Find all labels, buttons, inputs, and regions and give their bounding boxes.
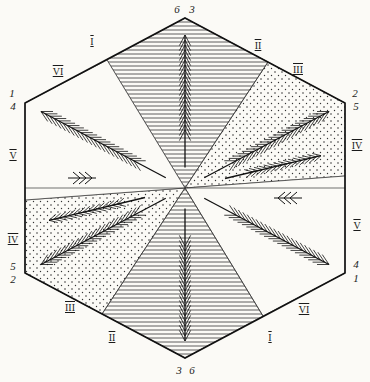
vertex-number: 4 <box>10 101 16 112</box>
face-numeral: IV <box>8 235 19 245</box>
vertex-number: 5 <box>353 101 359 112</box>
face-numeral: VI <box>299 305 310 315</box>
radial-line <box>185 188 345 189</box>
feather-arrow <box>225 153 321 178</box>
face-numeral: IV <box>352 141 363 151</box>
feather-arrow <box>49 198 145 223</box>
vertex-number: 3 <box>176 365 182 376</box>
face-numeral: III <box>293 65 303 75</box>
vertex-number: 2 <box>10 274 16 285</box>
face-numeral: I <box>268 333 271 343</box>
sector-region <box>25 188 185 314</box>
chevron-arrow <box>274 192 302 204</box>
sector-region <box>185 62 345 188</box>
vertex-number: 4 <box>353 259 359 270</box>
face-numeral: III <box>65 303 75 313</box>
sector-region <box>25 60 185 200</box>
vertex-number: 1 <box>353 273 359 284</box>
feather-arrow <box>179 35 190 168</box>
chevron-arrow <box>68 172 96 184</box>
vertex-number: 2 <box>352 88 358 99</box>
face-numeral: V <box>353 221 360 231</box>
face-numeral: I <box>90 37 93 47</box>
feather-arrow <box>179 208 190 341</box>
face-numeral: II <box>109 333 116 343</box>
vertex-number: 6 <box>189 365 195 376</box>
feather-arrow <box>41 111 166 177</box>
hexagon-outline <box>25 18 345 358</box>
vertex-number: 5 <box>10 261 16 272</box>
vertex-number: 6 <box>174 4 180 15</box>
face-numeral: V <box>9 151 16 161</box>
vertex-number: 3 <box>189 4 195 15</box>
vertex-number: 1 <box>9 88 15 99</box>
feather-arrow <box>41 198 166 264</box>
face-numeral: II <box>255 41 262 51</box>
radial-line <box>25 188 185 189</box>
face-numeral: VI <box>53 67 64 77</box>
feather-arrow <box>204 111 329 177</box>
feather-arrow <box>204 198 329 264</box>
